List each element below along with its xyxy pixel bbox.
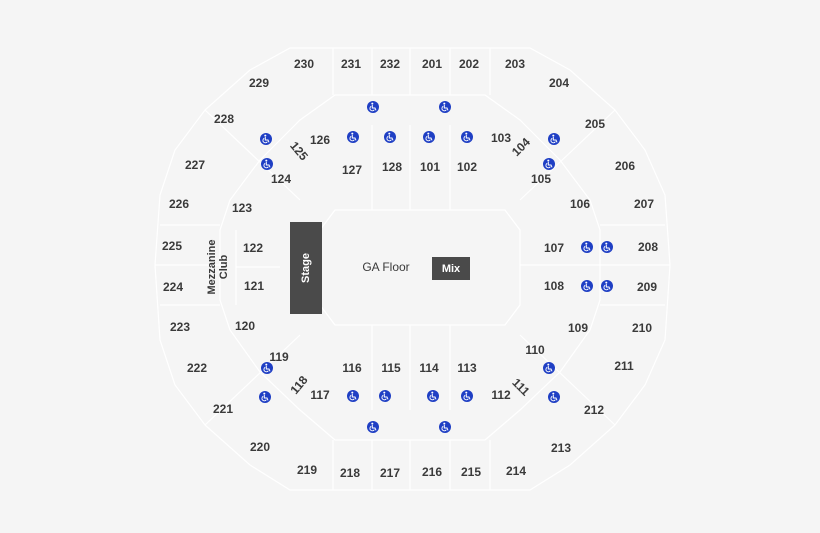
section-112[interactable]: 112 [491,388,511,402]
section-124[interactable]: 124 [270,172,292,186]
section-224[interactable]: 224 [162,280,184,294]
section-114[interactable]: 114 [419,361,439,375]
section-215[interactable]: 215 [460,465,482,479]
section-205[interactable]: 205 [584,117,606,131]
wheelchair-icon [461,390,473,402]
wheelchair-icon [379,390,391,402]
mezzanine-club-label[interactable]: Mezzanine Club [206,239,230,294]
wheelchair-icon [347,131,359,143]
wheelchair-icon [548,391,560,403]
section-106[interactable]: 106 [569,197,591,211]
section-126[interactable]: 126 [309,133,331,147]
stage: Stage [290,222,322,314]
section-116[interactable]: 116 [342,361,362,375]
wheelchair-icon [261,158,273,170]
section-108[interactable]: 108 [543,279,565,293]
section-227[interactable]: 227 [184,158,206,172]
section-204[interactable]: 204 [548,76,570,90]
wheelchair-icon [581,280,593,292]
section-102[interactable]: 102 [456,160,478,174]
mezzanine-line2: Club [218,254,230,280]
wheelchair-icon [439,421,451,433]
section-230[interactable]: 230 [293,57,315,71]
section-115[interactable]: 115 [381,361,401,375]
section-225[interactable]: 225 [161,239,183,253]
section-219[interactable]: 219 [296,463,318,477]
section-232[interactable]: 232 [379,57,401,71]
wheelchair-icon [367,421,379,433]
section-209[interactable]: 209 [636,280,658,294]
section-220[interactable]: 220 [249,440,271,454]
section-229[interactable]: 229 [248,76,270,90]
section-217[interactable]: 217 [379,466,401,480]
wheelchair-icon [261,362,273,374]
section-226[interactable]: 226 [168,197,190,211]
section-208[interactable]: 208 [637,240,659,254]
wheelchair-icon [543,362,555,374]
section-107[interactable]: 107 [543,241,565,255]
mezzanine-line1: Mezzanine [206,239,218,295]
section-119[interactable]: 119 [269,350,289,364]
section-222[interactable]: 222 [186,361,208,375]
wheelchair-icon [423,131,435,143]
floor-outline [319,209,521,326]
section-105[interactable]: 105 [530,172,552,186]
ga-floor-label[interactable]: GA Floor [362,260,410,274]
section-109[interactable]: 109 [567,321,589,335]
section-117[interactable]: 117 [310,388,330,402]
wheelchair-icon [439,101,451,113]
wheelchair-icon [427,390,439,402]
section-203[interactable]: 203 [504,57,526,71]
mix-booth: Mix [432,257,470,280]
section-122[interactable]: 122 [242,241,264,255]
wheelchair-icon [384,131,396,143]
section-201[interactable]: 201 [421,57,443,71]
section-223[interactable]: 223 [169,320,191,334]
wheelchair-icon [581,241,593,253]
section-228[interactable]: 228 [213,112,235,126]
section-dividers [155,48,670,490]
section-212[interactable]: 212 [583,403,605,417]
wheelchair-icon [259,391,271,403]
section-211[interactable]: 211 [614,359,634,373]
wheelchair-icon [601,241,613,253]
wheelchair-icon [461,131,473,143]
section-231[interactable]: 231 [340,57,362,71]
section-218[interactable]: 218 [339,466,361,480]
section-213[interactable]: 213 [550,441,572,455]
section-216[interactable]: 216 [421,465,443,479]
wheelchair-icon [367,101,379,113]
section-113[interactable]: 113 [457,361,477,375]
section-207[interactable]: 207 [633,197,655,211]
section-101[interactable]: 101 [419,160,441,174]
wheelchair-icon [548,133,560,145]
section-128[interactable]: 128 [381,160,403,174]
section-123[interactable]: 123 [231,201,253,215]
section-206[interactable]: 206 [614,159,636,173]
wheelchair-icon [347,390,359,402]
section-110[interactable]: 110 [525,343,545,357]
section-214[interactable]: 214 [505,464,527,478]
wheelchair-icon [601,280,613,292]
wheelchair-icon [260,133,272,145]
section-103[interactable]: 103 [490,131,512,145]
section-121[interactable]: 121 [243,279,265,293]
section-202[interactable]: 202 [458,57,480,71]
section-120[interactable]: 120 [234,319,256,333]
stage-label: Stage [300,253,312,283]
wheelchair-icon [543,158,555,170]
section-221[interactable]: 221 [212,402,234,416]
section-127[interactable]: 127 [341,163,363,177]
section-210[interactable]: 210 [631,321,653,335]
